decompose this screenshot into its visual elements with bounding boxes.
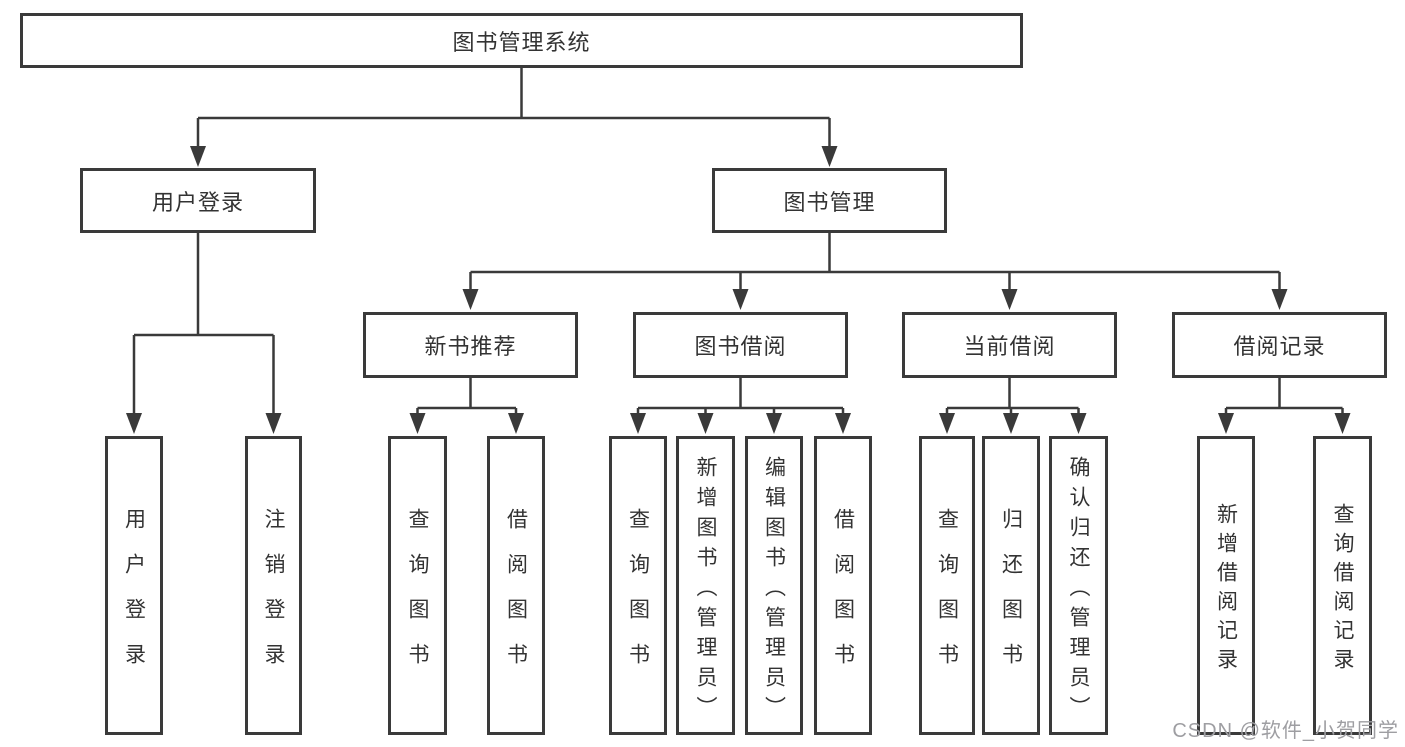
leaf-label: 确认归还（管理员） [1067, 455, 1090, 726]
arrowhead [835, 413, 851, 434]
arrowhead [1001, 289, 1018, 310]
arrowhead [190, 146, 206, 167]
arrowhead [766, 413, 782, 434]
node-book-management: 图书管理 [712, 168, 947, 233]
node-user-login: 用户登录 [80, 168, 316, 233]
leaf-label: 查询图书 [935, 507, 959, 688]
leaf-return-books: 归还图书 [982, 436, 1040, 735]
arrowhead [508, 413, 524, 434]
arrowhead [409, 413, 426, 434]
leaf-user-login: 用户登录 [105, 436, 163, 735]
csdn-watermark: CSDN @软件_小贺同学 [1172, 720, 1399, 742]
connector-borrow-records-to-leaves [1224, 378, 1344, 416]
arrowhead [1271, 289, 1288, 310]
node-root-label: 图书管理系统 [452, 29, 591, 55]
leaf-label: 查询图书 [406, 507, 429, 688]
leaf-label: 借阅图书 [831, 507, 855, 688]
arrowhead [697, 413, 714, 434]
leaf-label: 借阅图书 [504, 507, 528, 688]
arrowhead [265, 413, 282, 434]
leaf-edit-books-admin: 编辑图书（管理员） [745, 436, 803, 735]
connector-book-management-to-groups [469, 233, 1281, 294]
connector-current-borrow-to-leaves [945, 378, 1080, 416]
leaf-query-books-current: 查询图书 [919, 436, 975, 735]
node-borrow-records: 借阅记录 [1172, 312, 1387, 378]
node-book-borrow: 图书借阅 [633, 312, 848, 378]
node-current-borrow: 当前借阅 [902, 312, 1117, 378]
arrowhead [939, 413, 955, 434]
leaf-query-books-borrow: 查询图书 [609, 436, 667, 735]
leaf-add-books-admin: 新增图书（管理员） [676, 436, 735, 735]
arrowhead [462, 289, 479, 310]
leaf-label: 查询借阅记录 [1331, 502, 1354, 677]
leaf-label: 查询图书 [626, 507, 650, 688]
node-new-book-recommend: 新书推荐 [363, 312, 578, 378]
connector-book-borrow-to-leaves [636, 378, 845, 416]
arrowhead [821, 146, 838, 167]
node-label: 当前借阅 [963, 334, 1056, 359]
leaf-label: 用户登录 [122, 507, 146, 688]
connector-user-login-to-leaves [132, 233, 275, 416]
leaf-logout: 注销登录 [245, 436, 302, 735]
leaf-borrow-books: 借阅图书 [814, 436, 872, 735]
leaf-label: 编辑图书（管理员） [762, 455, 786, 726]
leaf-add-borrow-record: 新增借阅记录 [1197, 436, 1255, 735]
leaf-label: 新增借阅记录 [1214, 502, 1238, 677]
leaf-borrow-books-recommend: 借阅图书 [487, 436, 545, 735]
arrowhead [1003, 413, 1019, 434]
arrowhead [732, 289, 749, 310]
leaf-label: 新增图书（管理员） [694, 455, 717, 726]
leaf-label: 归还图书 [999, 507, 1023, 688]
node-label: 新书推荐 [424, 334, 517, 359]
arrowhead [630, 413, 646, 434]
node-label: 用户登录 [151, 189, 244, 215]
node-label: 图书管理 [783, 189, 876, 215]
connector-new-book-recommend-to-leaves [416, 378, 518, 416]
leaf-label: 注销登录 [262, 507, 285, 688]
node-root: 图书管理系统 [20, 13, 1023, 68]
connector-root-to-level2 [196, 68, 831, 150]
arrowhead [1070, 413, 1087, 434]
node-label: 图书借阅 [694, 334, 787, 359]
arrowhead [1218, 413, 1234, 434]
arrowhead [126, 413, 142, 434]
leaf-query-books-recommend: 查询图书 [388, 436, 447, 735]
arrowhead [1334, 413, 1351, 434]
leaf-confirm-return-admin: 确认归还（管理员） [1049, 436, 1108, 735]
node-label: 借阅记录 [1233, 334, 1326, 359]
leaf-query-borrow-record: 查询借阅记录 [1313, 436, 1372, 735]
